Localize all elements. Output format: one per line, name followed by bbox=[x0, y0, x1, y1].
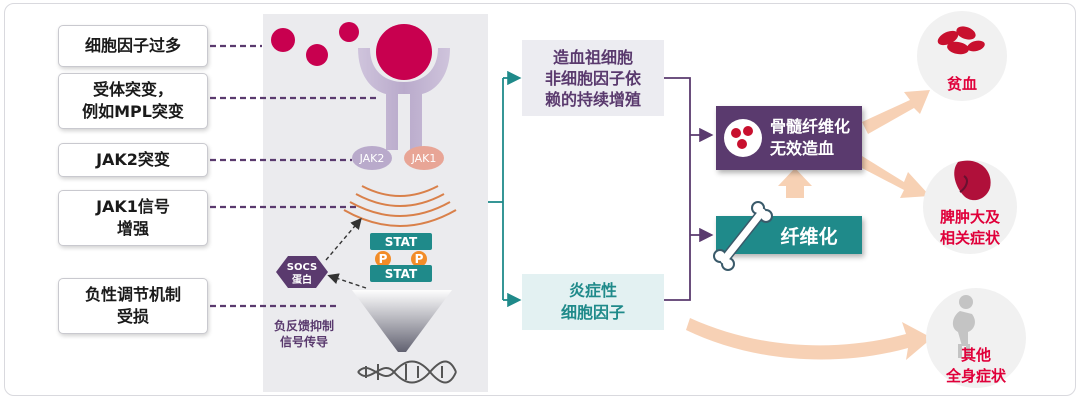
cause-jak1-signal: JAK1信号 增强 bbox=[58, 190, 208, 246]
jak1-badge: JAK1 bbox=[404, 146, 444, 170]
feedback-arrows bbox=[325, 217, 367, 289]
socs-label-2: 蛋白 bbox=[292, 273, 312, 286]
outcome-circles bbox=[917, 11, 1026, 388]
stat-top-label: STAT bbox=[385, 235, 418, 249]
feedback-label: 负反馈抑制 bbox=[274, 318, 334, 333]
socs-label: SOCS bbox=[287, 262, 317, 273]
cause-label: JAK1信号 bbox=[96, 197, 170, 216]
cause-negative-regulation: 负性调节机制 受损 bbox=[58, 278, 208, 334]
receptor-icon bbox=[358, 24, 450, 150]
jak1-label: JAK1 bbox=[411, 152, 437, 165]
outcome-anemia: 贫血 bbox=[922, 72, 1002, 94]
cause-label: 例如MPL突变 bbox=[82, 102, 184, 121]
box-line: 骨髓纤维化 bbox=[770, 117, 851, 136]
outcome-systemic-symptoms: 其他 全身症状 bbox=[928, 344, 1024, 388]
outcome-label: 脾肿大及 bbox=[939, 208, 1000, 226]
box-line: 赖的持续增殖 bbox=[544, 89, 641, 109]
inflammatory-cytokines-box: 炎症性 细胞因子 bbox=[522, 274, 664, 330]
progenitor-proliferation-box: 造血祖细胞 非细胞因子依 赖的持续增殖 bbox=[522, 40, 664, 116]
fibrosis-connectors bbox=[664, 77, 714, 301]
myelofibrosis-box: 骨髓纤维化 无效造血 bbox=[716, 106, 862, 170]
stat-bottom-label: STAT bbox=[385, 267, 418, 281]
cause-label: 细胞因子过多 bbox=[84, 36, 181, 55]
outcome-label: 全身症状 bbox=[945, 367, 1006, 385]
human-figure-icon bbox=[952, 295, 975, 358]
cause-connectors bbox=[210, 44, 376, 308]
bone-icon bbox=[713, 201, 773, 271]
spleen-icon bbox=[954, 160, 991, 201]
box-line: 无效造血 bbox=[770, 139, 835, 158]
red-blood-cells-icon bbox=[937, 26, 985, 55]
cause-jak2-mutation: JAK2突变 bbox=[58, 143, 208, 177]
outcome-label: 贫血 bbox=[946, 74, 977, 93]
cause-label: 受损 bbox=[116, 307, 149, 326]
box-line: 造血祖细胞 bbox=[552, 47, 633, 67]
transcription-funnel bbox=[352, 290, 452, 352]
phospho-label-1: P bbox=[379, 252, 388, 266]
box-line: 细胞因子 bbox=[560, 303, 625, 322]
phospho-label-2: P bbox=[415, 252, 424, 266]
cause-receptor-mutation: 受体突变， 例如MPL突变 bbox=[58, 73, 208, 129]
cause-label: 增强 bbox=[116, 219, 149, 238]
outcome-label: 其他 bbox=[960, 346, 991, 364]
fibrosis-label: 纤维化 bbox=[780, 225, 838, 248]
pathway-connectors bbox=[488, 70, 522, 308]
outcome-arrows bbox=[686, 90, 932, 360]
stat-dimer: STAT P P STAT bbox=[370, 233, 432, 282]
cause-label: JAK2突变 bbox=[96, 150, 170, 169]
outcome-splenomegaly: 脾肿大及 相关症状 bbox=[922, 206, 1018, 250]
outcome-label: 相关症状 bbox=[939, 229, 1000, 247]
socs-protein-icon: SOCS 蛋白 bbox=[276, 256, 328, 288]
diagram-frame bbox=[4, 3, 1076, 396]
box-line: 炎症性 bbox=[568, 281, 617, 300]
feedback-label-2: 信号传导 bbox=[280, 334, 328, 349]
jak2-label: JAK2 bbox=[359, 152, 385, 165]
signal-waves-icon bbox=[343, 185, 457, 227]
cause-excess-cytokines: 细胞因子过多 bbox=[58, 25, 208, 67]
box-line: 非细胞因子依 bbox=[544, 68, 641, 88]
dna-icon bbox=[357, 360, 457, 384]
jak2-badge: JAK2 bbox=[352, 146, 392, 170]
cause-label: 受体突变， bbox=[92, 80, 173, 99]
red-cells-badge bbox=[724, 119, 762, 157]
cytokine-dots-icon bbox=[271, 22, 359, 66]
cause-label: 负性调节机制 bbox=[84, 285, 181, 304]
